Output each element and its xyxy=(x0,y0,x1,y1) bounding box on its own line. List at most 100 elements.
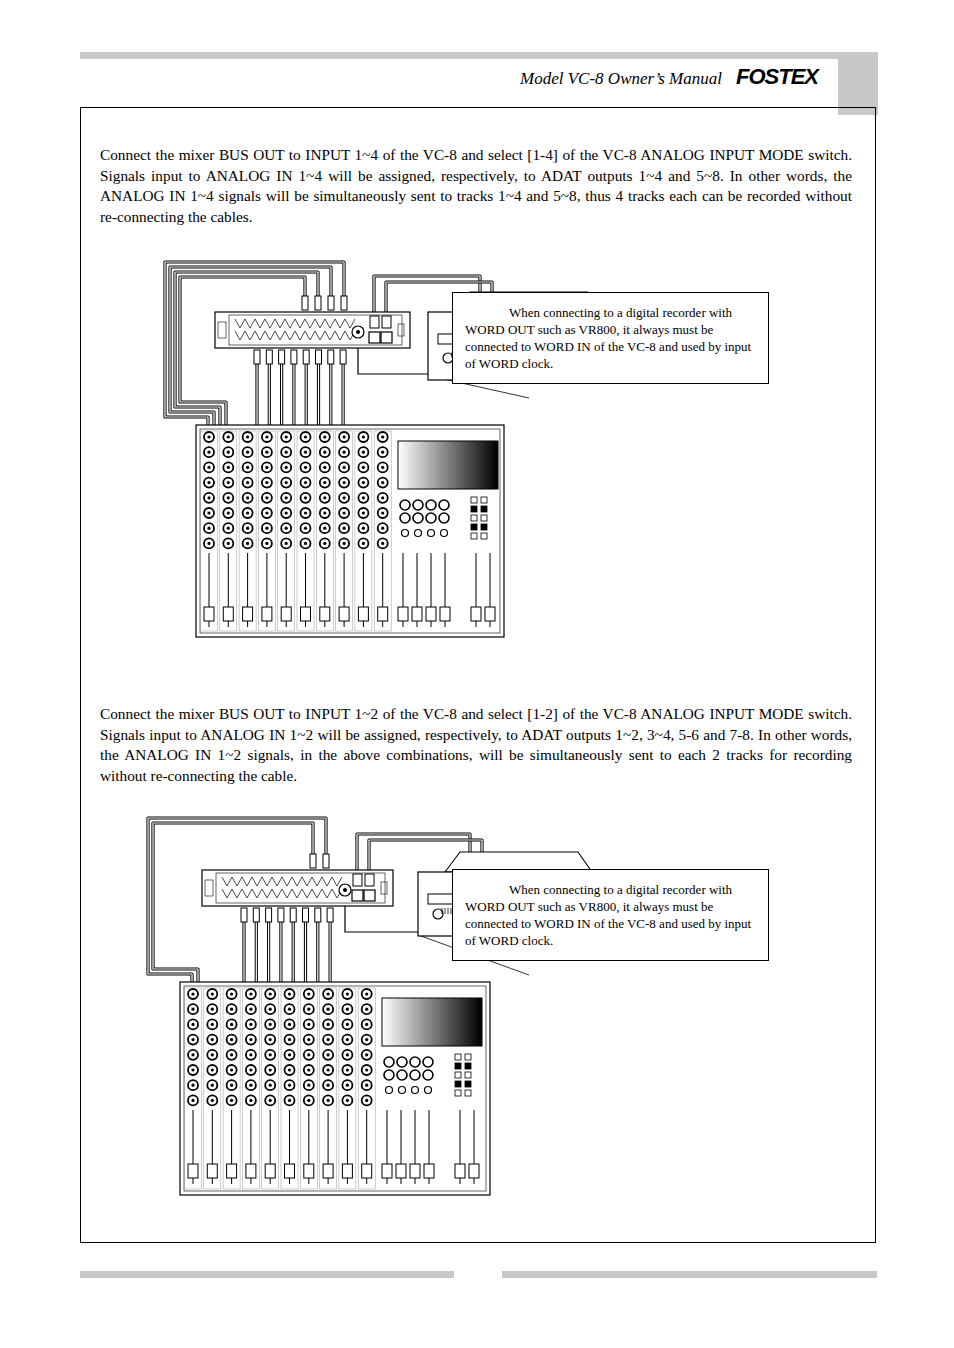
knob xyxy=(323,1095,333,1105)
knob xyxy=(320,462,330,472)
master-knob xyxy=(412,1087,419,1094)
output-plug xyxy=(253,908,259,922)
optical-jack xyxy=(381,332,392,343)
knob-center xyxy=(211,1008,214,1011)
fader-cap xyxy=(378,607,388,621)
master-knob xyxy=(413,500,423,510)
fader-cap xyxy=(227,1164,237,1178)
knob-center xyxy=(381,496,384,499)
fader-cap xyxy=(281,607,291,621)
fader-cap xyxy=(362,1164,372,1178)
knob xyxy=(320,538,330,548)
channel-strip xyxy=(239,431,256,631)
input-plug xyxy=(302,296,308,310)
master-knob xyxy=(399,1087,406,1094)
output-cable xyxy=(317,364,320,425)
meter-display xyxy=(382,998,482,1046)
output-plug xyxy=(254,350,260,364)
vent-slot xyxy=(448,908,449,914)
knob xyxy=(304,1035,314,1045)
master-knob xyxy=(423,1057,433,1067)
output-cable xyxy=(279,922,282,982)
knob-center xyxy=(191,1084,194,1087)
knob xyxy=(204,508,214,518)
switch-button xyxy=(455,1081,461,1087)
knob xyxy=(358,447,368,457)
knob-center xyxy=(227,435,230,438)
knob-center xyxy=(346,992,349,995)
switch-button xyxy=(481,524,487,530)
knob-center xyxy=(191,1008,194,1011)
master-knob xyxy=(439,513,449,523)
knob-center xyxy=(323,542,326,545)
output-cable-core xyxy=(243,922,244,982)
knob xyxy=(339,478,349,488)
switch-button xyxy=(481,515,487,521)
knob-center xyxy=(227,466,230,469)
knob xyxy=(285,1080,295,1090)
knob-center xyxy=(346,1053,349,1056)
switch-button xyxy=(471,533,477,539)
knob-center xyxy=(307,1023,310,1026)
knob-center xyxy=(207,481,210,484)
knob xyxy=(265,1095,275,1105)
output-plug xyxy=(291,350,297,364)
knob-center xyxy=(307,1084,310,1087)
output-cable-core xyxy=(269,364,270,425)
knob xyxy=(281,462,291,472)
fader-cap xyxy=(188,1164,198,1178)
switch-button xyxy=(455,1090,461,1096)
note-box: When connecting to a digital recorder wi… xyxy=(452,869,769,961)
knob xyxy=(207,1095,217,1105)
output-cable xyxy=(242,922,245,982)
knob xyxy=(243,432,253,442)
knob-center xyxy=(288,1008,291,1011)
knob xyxy=(265,989,275,999)
channel-strip xyxy=(204,988,221,1189)
vent-slot xyxy=(445,908,446,914)
switch-button xyxy=(471,524,477,530)
knob xyxy=(301,462,311,472)
knob xyxy=(204,538,214,548)
knob-center xyxy=(265,511,268,514)
knob xyxy=(207,1080,217,1090)
bus-cable-core xyxy=(180,277,305,425)
knob-center xyxy=(246,496,249,499)
output-cable xyxy=(342,364,345,425)
optical-jack xyxy=(369,332,380,343)
knob xyxy=(246,989,256,999)
knob xyxy=(243,538,253,548)
knob-center xyxy=(269,1023,272,1026)
knob xyxy=(339,493,349,503)
knob xyxy=(223,523,233,533)
knob xyxy=(378,523,388,533)
knob-center xyxy=(381,527,384,530)
knob xyxy=(227,1080,237,1090)
fader-cap xyxy=(396,1164,406,1178)
channel-strip xyxy=(220,431,237,631)
output-cable xyxy=(304,922,307,982)
knob-center xyxy=(365,992,368,995)
knob xyxy=(262,478,272,488)
knob xyxy=(304,1050,314,1060)
knob xyxy=(246,1095,256,1105)
knob xyxy=(223,508,233,518)
header-bar xyxy=(80,52,878,59)
fader-cap xyxy=(485,607,495,621)
master-knob xyxy=(426,513,436,523)
word-in-bnc xyxy=(352,326,364,338)
knob-center xyxy=(323,496,326,499)
knob-center xyxy=(327,992,330,995)
output-plug xyxy=(278,908,284,922)
knob xyxy=(358,523,368,533)
mixer-panel xyxy=(200,429,500,633)
knob xyxy=(323,1035,333,1045)
switch-button xyxy=(471,497,477,503)
knob-center xyxy=(230,1084,233,1087)
knob-center xyxy=(381,511,384,514)
knob xyxy=(358,493,368,503)
output-plug xyxy=(327,908,333,922)
knob-center xyxy=(246,466,249,469)
knob-center xyxy=(211,1099,214,1102)
